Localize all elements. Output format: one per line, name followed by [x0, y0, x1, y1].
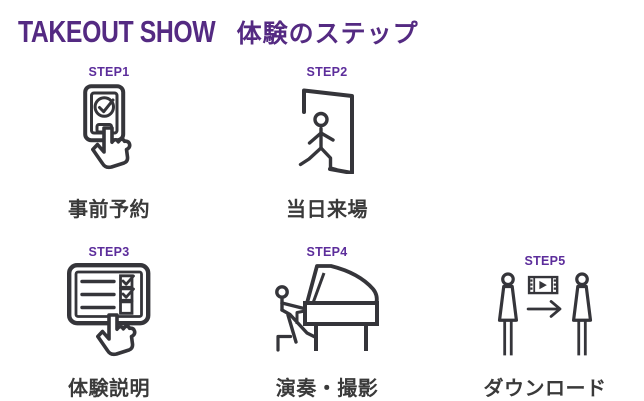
piano-performance-icon-svg	[271, 263, 383, 355]
door-entry-icon-svg	[296, 84, 358, 174]
step-3-caption: 体験説明	[68, 378, 150, 400]
download-transfer-icon-svg	[496, 271, 594, 356]
download-transfer-icon	[496, 271, 594, 361]
step-5-label: STEP5	[524, 254, 566, 268]
step-3-label: STEP3	[88, 245, 130, 259]
step-1-label: STEP1	[88, 65, 130, 79]
step-1: STEP1 事前予約	[24, 64, 194, 222]
door-entry-icon	[296, 84, 358, 174]
step-4-label: STEP4	[306, 245, 348, 259]
video-file-icon	[529, 277, 557, 293]
title-heading: 体験のステップ	[236, 20, 419, 48]
step-1-caption: 事前予約	[68, 199, 150, 221]
checklist-explanation-icon-svg	[67, 263, 151, 357]
step-2-label: STEP2	[306, 65, 348, 79]
phone-reservation-icon	[83, 84, 135, 174]
step-2: STEP2 当日来場	[242, 64, 412, 222]
piano-performance-icon	[271, 263, 383, 357]
step-5: STEP5	[460, 253, 630, 401]
phone-reservation-icon-svg	[83, 84, 135, 174]
checklist-explanation-icon	[67, 263, 151, 357]
step-3: STEP3 体験説明	[24, 244, 194, 401]
page-title: TAKEOUT SHOW 体験のステップ	[18, 14, 419, 50]
brand-logo-text: TAKEOUT SHOW	[18, 14, 216, 49]
step-4-caption: 演奏・撮影	[275, 378, 379, 400]
step-5-caption: ダウンロード	[483, 378, 607, 400]
step-4: STEP4 演奏・撮影	[242, 244, 412, 401]
step-2-caption: 当日来場	[286, 199, 368, 221]
right-arrow-icon	[528, 301, 560, 316]
